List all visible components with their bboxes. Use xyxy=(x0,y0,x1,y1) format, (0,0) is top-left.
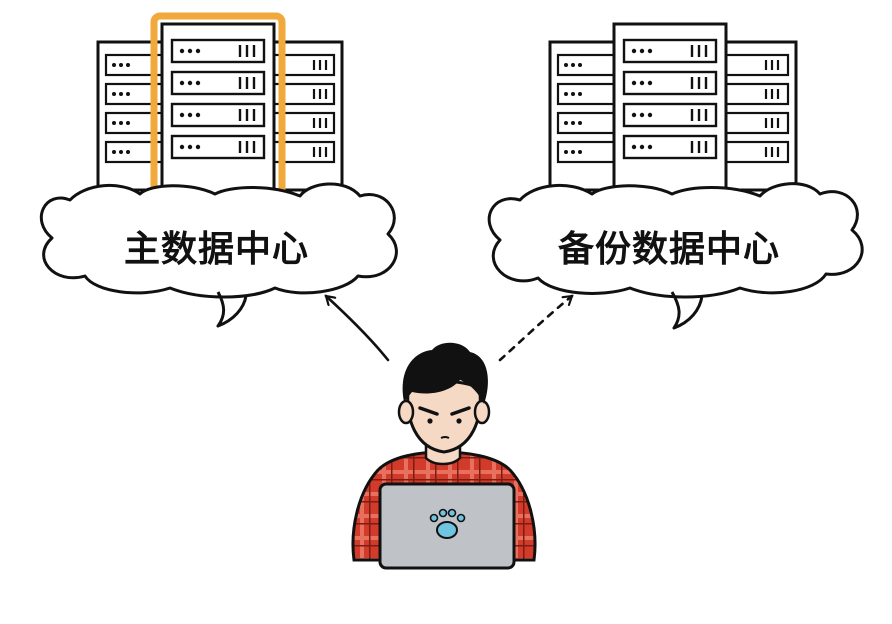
primary-datacenter xyxy=(41,16,396,326)
backup-dc-label: 备份数据中心 xyxy=(558,220,780,272)
arrow-to-primary xyxy=(326,296,388,360)
laptop-icon xyxy=(380,484,514,568)
arrow-to-backup xyxy=(500,296,572,360)
backup-server-right-icon xyxy=(724,42,796,190)
backup-server-left-icon xyxy=(550,42,618,190)
backup-server-center-icon xyxy=(614,24,726,196)
primary-dc-label: 主数据中心 xyxy=(124,220,309,272)
person-with-laptop-icon xyxy=(353,343,535,568)
backup-datacenter xyxy=(489,24,862,328)
primary-server-center-icon xyxy=(154,16,282,202)
